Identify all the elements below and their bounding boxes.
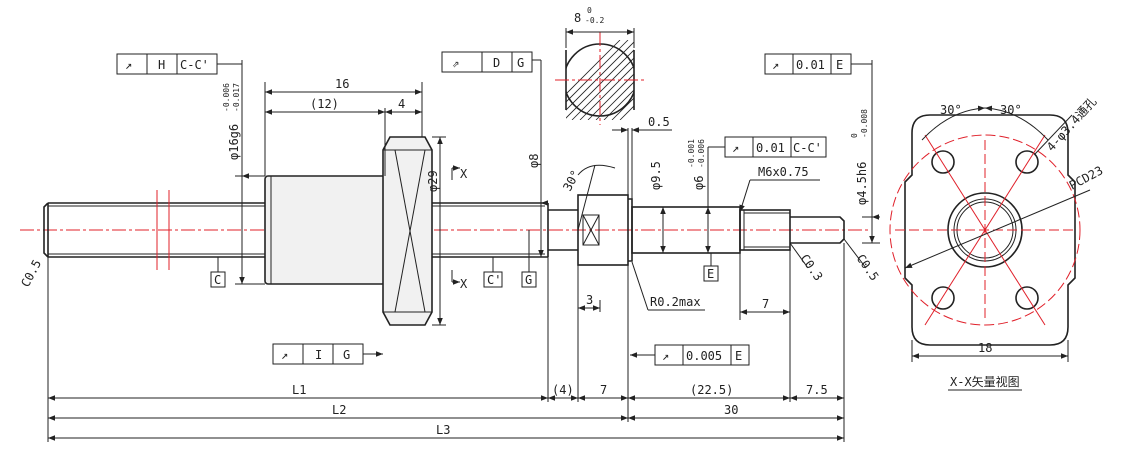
gdt-frame-runout-h: ↗ H C-C' <box>116 53 242 75</box>
svg-text:⇗: ⇗ <box>452 56 459 70</box>
length-7: 7 <box>600 383 607 397</box>
xx-flange-view <box>889 105 1091 391</box>
flat-dim-lower: -0.2 <box>585 16 604 25</box>
svg-text:0.005: 0.005 <box>686 349 722 363</box>
svg-text:C-C': C-C' <box>180 58 209 72</box>
svg-text:C: C <box>214 273 221 287</box>
svg-text:↗: ↗ <box>662 349 669 363</box>
svg-text:E: E <box>707 267 714 281</box>
phi6-dim: φ6 <box>692 176 706 190</box>
length-l3: L3 <box>436 423 450 437</box>
xx-width-dim: 18 <box>978 341 992 355</box>
length-22-5: (22.5) <box>690 383 733 397</box>
chamfer-c05-right: C0.5 <box>854 252 882 284</box>
section-mark-top: X <box>460 167 468 181</box>
svg-text:H: H <box>158 58 165 72</box>
nut-body <box>264 175 386 285</box>
nut-body-dim: (12) <box>310 97 339 111</box>
phi29-dim: φ29 <box>426 170 440 192</box>
svg-text:E: E <box>836 58 843 72</box>
svg-text:↗: ↗ <box>732 141 739 155</box>
svg-text:G: G <box>343 348 350 362</box>
datum-g: G <box>521 271 537 288</box>
gdt-frame-runout-i: ↗ I G <box>272 343 383 365</box>
flat-dim-main: 8 <box>574 11 581 25</box>
length-7-5: 7.5 <box>806 383 828 397</box>
thread-callout: M6x0.75 <box>758 165 809 179</box>
chamfer-c03: C0.3 <box>798 252 826 284</box>
nut-length-dim: 16 <box>335 77 349 91</box>
chamfer-angle-dim: 30° <box>560 168 583 194</box>
length-l2: L2 <box>332 403 346 417</box>
datum-c-prime: C' <box>483 271 503 288</box>
section-mark-bottom: X <box>460 277 468 291</box>
xx-angle-left: 30° <box>940 103 962 117</box>
svg-text:↗: ↗ <box>125 58 132 72</box>
xx-angle-right: 30° <box>1000 103 1022 117</box>
datum-leaders <box>217 230 712 272</box>
chamfer-c05-left: C0.5 <box>18 257 44 289</box>
gdt-frame-runout-0005-e: ↗ 0.005 E <box>630 344 750 366</box>
nut-flange <box>382 136 433 326</box>
length-30: 30 <box>724 403 738 417</box>
xx-view-title: X-X矢量视图 <box>950 374 1020 389</box>
svg-text:G: G <box>525 273 532 287</box>
flat-dim-upper: 0 <box>587 6 592 15</box>
svg-text:↗: ↗ <box>772 58 779 72</box>
svg-text:C-C': C-C' <box>793 141 822 155</box>
gdt-frame-runout-001-cc: ↗ 0.01 C-C' <box>707 136 827 180</box>
svg-text:0.01: 0.01 <box>756 141 785 155</box>
flange-thick-dim: 4 <box>398 97 405 111</box>
svg-text:C': C' <box>487 273 501 287</box>
phi45-lower-tol: -0.008 <box>860 109 869 138</box>
svg-text:E: E <box>735 349 742 363</box>
phi16-lower-tol: -0.017 <box>232 83 241 112</box>
gdt-frame-runout-001-e: ↗ 0.01 E <box>764 53 872 75</box>
phi45-dim: φ4.5h6 <box>855 162 869 205</box>
svg-text:I: I <box>315 348 322 362</box>
svg-text:G: G <box>517 56 524 70</box>
flat-section-view <box>555 28 645 125</box>
datum-c: C <box>210 271 226 288</box>
phi16-upper-tol: -0.006 <box>222 83 231 112</box>
phi45-upper-tol: 0 <box>850 133 859 138</box>
phi95-dim: φ9.5 <box>649 161 663 190</box>
xx-holes-note: 4-φ3.4通孔 <box>1044 95 1099 154</box>
journal-width-dim: 3 <box>586 293 593 307</box>
overall-dimension-lines <box>47 243 845 442</box>
length-l1: L1 <box>292 383 306 397</box>
nut-dimension-lines <box>235 60 460 326</box>
length-4: (4) <box>552 383 574 397</box>
thread-length-dim: 7 <box>762 297 769 311</box>
phi16-dim: φ16g6 <box>227 124 241 160</box>
gdt-frame-total-runout-d: ⇗ D G <box>441 51 533 73</box>
svg-text:0.01: 0.01 <box>796 58 825 72</box>
phi6-upper-tol: -0.001 <box>687 139 696 168</box>
shaft-end-dimension-lines <box>532 59 880 320</box>
phi6-lower-tol: -0.006 <box>697 139 706 168</box>
chamfer-step-dim: 0.5 <box>648 115 670 129</box>
xx-pcd-label: PCD23 <box>1067 163 1105 192</box>
datum-e: E <box>703 265 719 282</box>
svg-text:↗: ↗ <box>281 348 288 362</box>
svg-text:D: D <box>493 56 500 70</box>
phi8-dim: φ8 <box>527 154 541 168</box>
radius-callout: R0.2max <box>650 295 701 309</box>
